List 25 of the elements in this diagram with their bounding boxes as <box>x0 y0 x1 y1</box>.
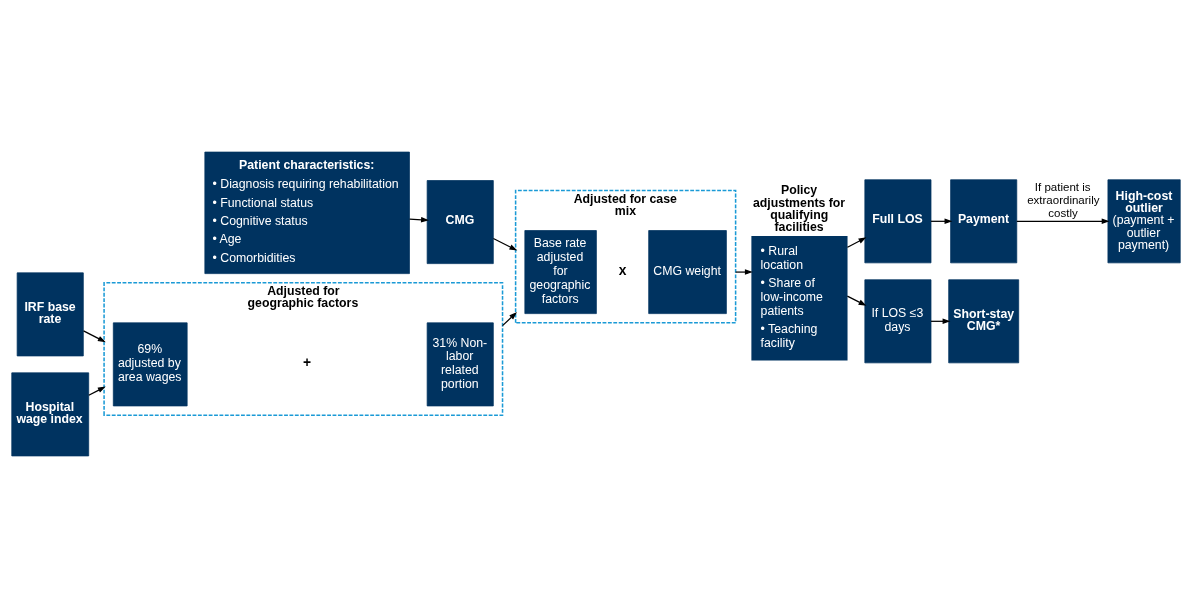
arrow <box>846 237 867 248</box>
node-box: Base rate adjusted for geographic factors <box>524 230 597 314</box>
node-box: 69% adjusted by area wages <box>112 322 188 407</box>
node-box: Short-stay CMG* <box>948 279 1020 364</box>
node-box: Full LOS <box>864 179 932 264</box>
label: x <box>618 261 627 278</box>
arrow <box>1016 218 1110 225</box>
node-box: If LOS ≤3 days <box>864 279 932 364</box>
arrow <box>492 237 518 251</box>
node-box: Patient characteristics: • Diagnosis requiring rehabilitation • Functional status • Cognitive status • Age • Comorbidities <box>204 151 410 274</box>
node-box: 31% Non-labor related portion <box>426 322 494 407</box>
node-box: Hospital wage index <box>11 372 90 457</box>
edge-label: If patient is extraordinarily costly <box>1027 181 1100 220</box>
node-label: Policy adjustments for qualifying facilities <box>752 183 846 235</box>
node-box: CMG <box>426 180 494 264</box>
node-box: • Rural location • Share of low-income patients • Teaching facility <box>751 235 848 361</box>
arrow <box>82 330 106 343</box>
arrow <box>735 269 753 275</box>
node-box: Payment <box>950 179 1018 264</box>
node-box: IRF base rate <box>16 272 84 357</box>
node-box: CMG weight <box>648 230 727 314</box>
node-box: High-cost outlier (payment + outlier payment) <box>1107 179 1181 264</box>
label: + <box>302 354 311 370</box>
arrow <box>88 386 106 396</box>
arrow <box>501 312 517 327</box>
